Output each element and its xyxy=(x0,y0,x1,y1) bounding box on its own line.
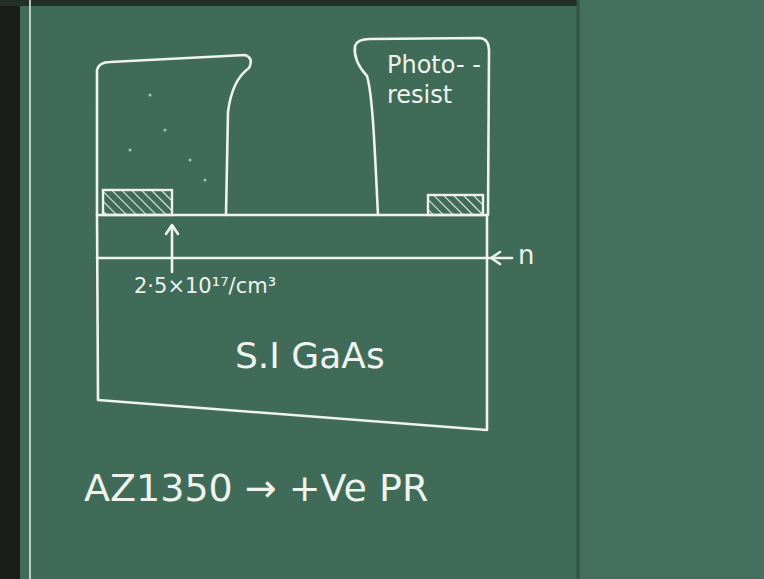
board-panel xyxy=(578,0,764,579)
chalk-dot xyxy=(129,149,132,152)
photoresist-block: Photo- -resist xyxy=(345,36,493,218)
chalk-dot xyxy=(204,179,207,182)
node-text: S.I GaAs xyxy=(235,333,385,378)
n-layer-boundary xyxy=(97,257,490,260)
substrate-box: S.I GaAs xyxy=(95,215,490,433)
chalk-dot xyxy=(164,129,167,132)
chalk-dot xyxy=(189,159,192,162)
leader-arrow xyxy=(171,226,174,272)
chalk-outline xyxy=(97,215,487,430)
layer-label: n xyxy=(518,240,534,270)
arrow-head xyxy=(491,252,500,264)
chalk-margin xyxy=(29,0,31,579)
node-outline xyxy=(95,215,490,433)
photoresist-block xyxy=(97,55,251,215)
leader-arrow xyxy=(492,257,512,260)
board-frame xyxy=(0,0,20,579)
arrow-head xyxy=(166,225,178,234)
chalk-dot xyxy=(149,94,152,97)
node-text: Photo- -resist xyxy=(387,50,487,110)
metal-pad xyxy=(428,195,483,215)
metal-pad xyxy=(103,190,172,215)
doping-label: 2·5×10¹⁷/cm³ xyxy=(134,274,276,298)
board-seam xyxy=(577,0,580,579)
chalk-outline xyxy=(355,38,489,215)
note-text: AZ1350 → +Ve PR xyxy=(84,466,428,510)
